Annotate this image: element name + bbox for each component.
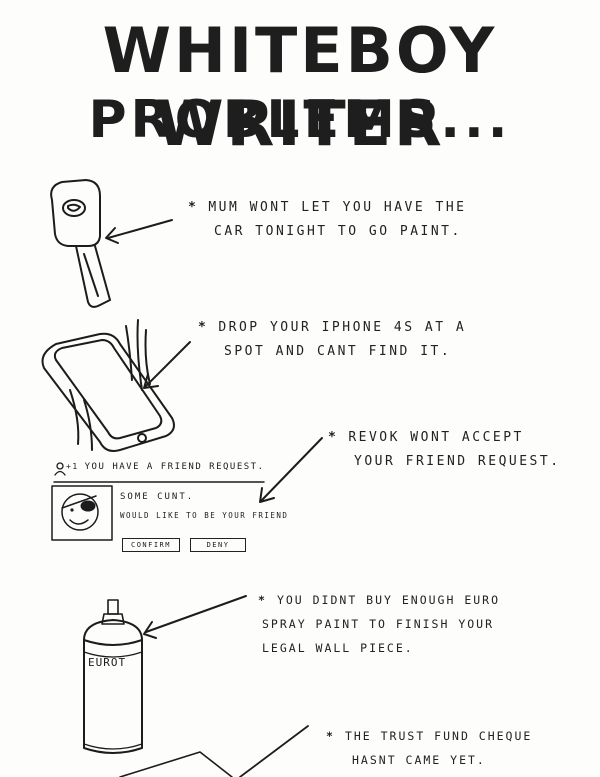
friend-request-frame <box>51 481 265 541</box>
problem-2-note: * DROP YOUR IPHONE 4S AT A SPOT AND CANT … <box>198 316 466 364</box>
friends-icon <box>54 462 66 476</box>
bullet-star: * <box>328 430 339 445</box>
problem-2-line-1: DROP YOUR IPHONE 4S AT A <box>218 320 467 335</box>
car-key-icon <box>50 179 111 308</box>
spray-can-icon <box>83 599 143 754</box>
bullet-star: * <box>326 729 335 743</box>
arrow-to-key <box>105 219 173 244</box>
friend-request-name: SOME CUNT. <box>120 492 195 502</box>
problem-5-line-1: THE TRUST FUND CHEQUE <box>344 729 533 743</box>
problem-1-line-1: MUM WONT LET YOU HAVE THE <box>208 200 467 215</box>
problem-2-line-2: SPOT AND CANT FIND IT. <box>224 344 452 359</box>
problem-4-line-3: LEGAL WALL PIECE. <box>262 641 414 655</box>
deny-button[interactable]: DENY <box>190 538 246 552</box>
friend-count-badge: +1 <box>66 462 79 471</box>
problem-4-line-1: YOU DIDNT BUY ENOUGH EURO <box>276 593 501 607</box>
problem-1-line-2: CAR TONIGHT TO GO PAINT. <box>214 224 462 239</box>
problem-4-line-2: SPRAY PAINT TO FINISH YOUR <box>262 617 495 631</box>
arrow-to-phone <box>143 341 191 389</box>
bullet-star: * <box>258 593 267 607</box>
problem-3-line-1: REVOK WONT ACCEPT <box>348 430 524 445</box>
confirm-button[interactable]: CONFIRM <box>122 538 180 552</box>
problem-3-note: * REVOK WONT ACCEPT YOUR FRIEND REQUEST. <box>328 426 561 474</box>
arrow-to-request <box>259 437 323 503</box>
page-title-line-1: WHITEBOY WRITER <box>102 14 498 160</box>
arrow-to-can <box>143 595 247 639</box>
problem-1-note: * MUM WONT LET YOU HAVE THE CAR TONIGHT T… <box>188 196 467 244</box>
bullet-star: * <box>188 200 199 215</box>
problem-5-line-2: HASNT CAME YET. <box>352 753 486 767</box>
spray-can-label: EUROT <box>88 656 127 669</box>
friend-request-message: WOULD LIKE TO BE YOUR FRIEND <box>120 511 289 520</box>
friend-request-title: YOU HAVE A FRIEND REQUEST. <box>84 462 265 472</box>
cheque-icon <box>119 725 309 777</box>
problem-3-line-2: YOUR FRIEND REQUEST. <box>354 454 561 469</box>
eyepatch-avatar-icon <box>61 493 99 531</box>
problem-4-note: * YOU DIDNT BUY ENOUGH EURO SPRAY PAINT T… <box>258 588 500 660</box>
iphone-icon <box>41 319 175 452</box>
friend-request-header: +1 YOU HAVE A FRIEND REQUEST. <box>56 462 265 472</box>
page-title-line-2: PROBLEMS... <box>88 90 512 150</box>
problem-5-note: * THE TRUST FUND CHEQUE HASNT CAME YET. <box>326 724 532 772</box>
bullet-star: * <box>198 320 209 335</box>
